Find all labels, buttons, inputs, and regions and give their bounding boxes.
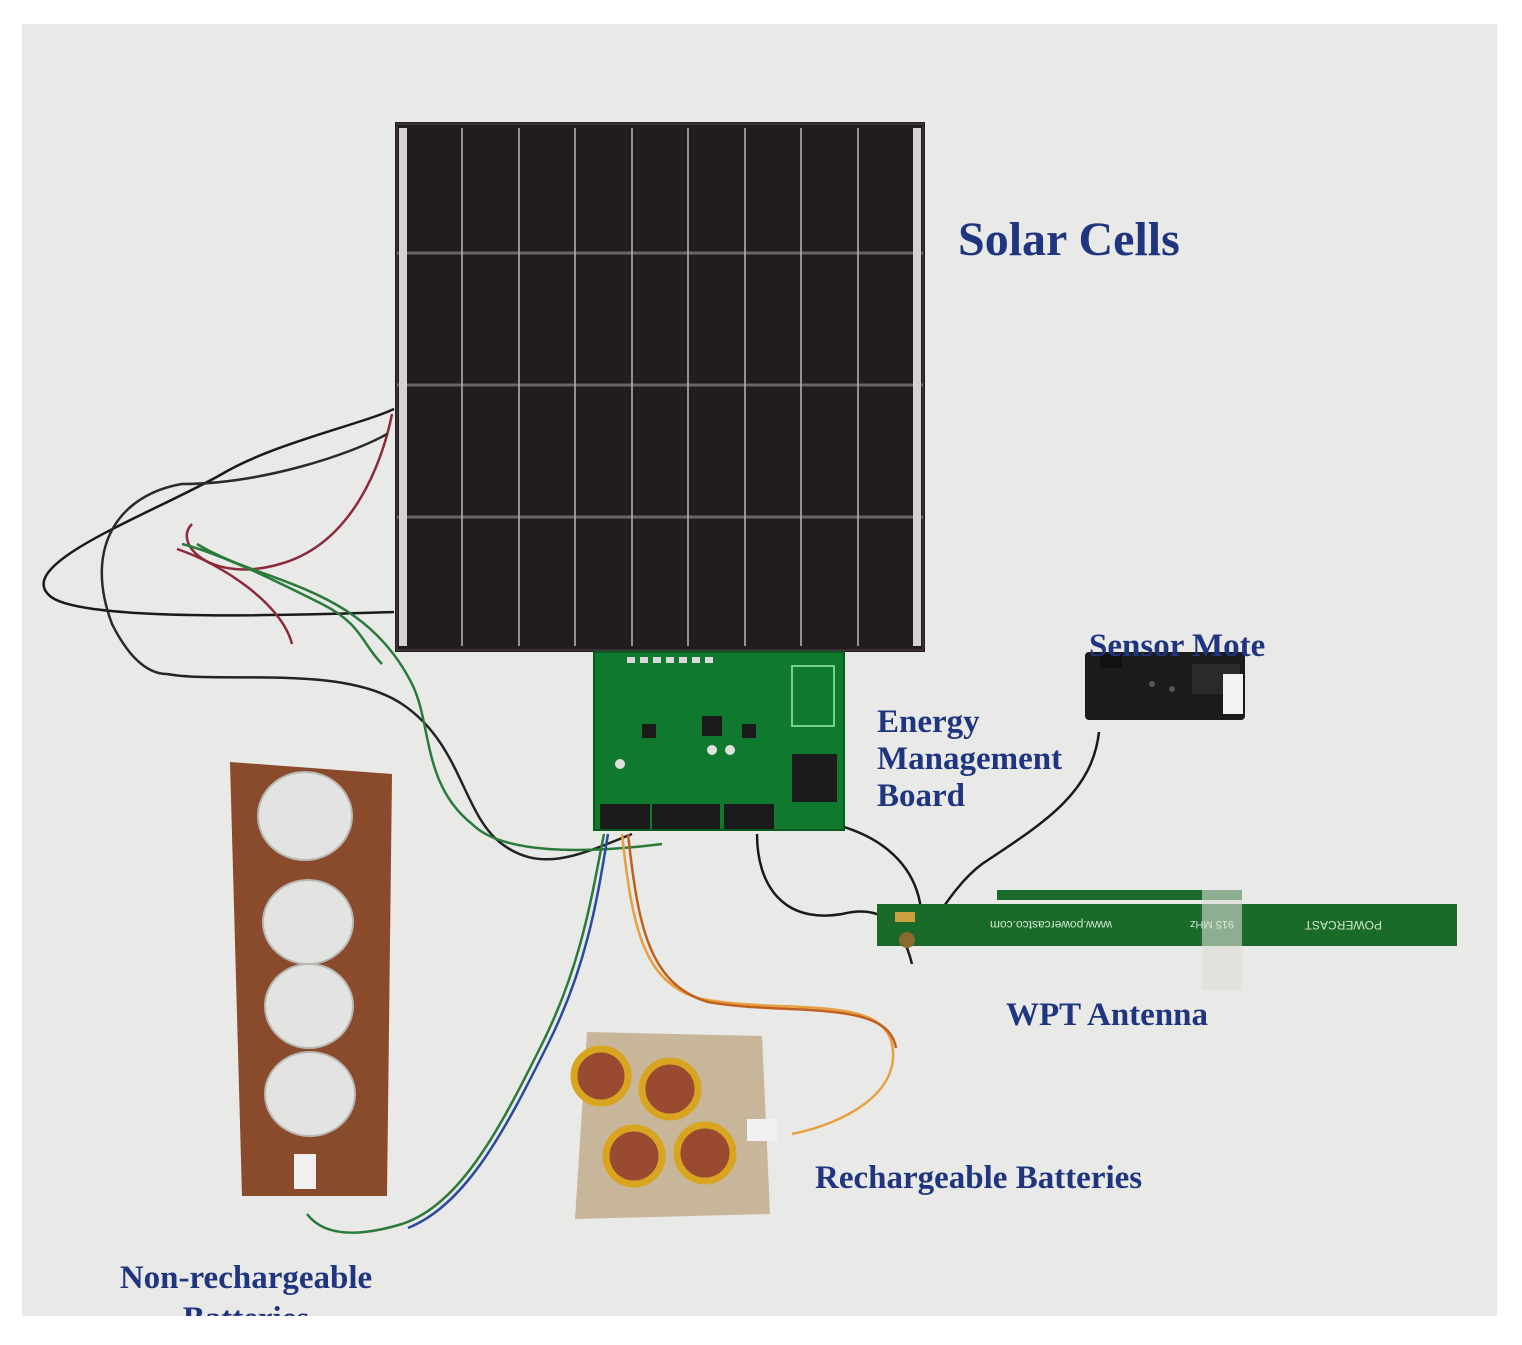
pcb-board-icon bbox=[593, 651, 845, 831]
antenna-brand-text: POWERCAST bbox=[1304, 918, 1382, 932]
rechargeable-batteries-label: Rechargeable Batteries bbox=[815, 1160, 1143, 1196]
non-rechargeable-board bbox=[230, 762, 392, 1196]
solar-cells-label: Solar Cells bbox=[958, 213, 1180, 266]
energy-management-board-label: Energy Management Board bbox=[877, 704, 1107, 815]
label-line: Management bbox=[877, 740, 1063, 777]
coin-cell-icon bbox=[257, 771, 356, 1137]
label-line: Batteries bbox=[100, 1299, 392, 1316]
sensor-mote-icon bbox=[1085, 652, 1245, 720]
antenna-freq-text: 915 MHz bbox=[1190, 918, 1234, 930]
label-line: Non-rechargeable bbox=[119, 1260, 373, 1296]
label-line: Board bbox=[877, 777, 966, 814]
label-line: Energy bbox=[877, 704, 980, 740]
non-rechargeable-batteries-label: Non-rechargeable Batteries bbox=[100, 1258, 392, 1316]
solar-panel-icon bbox=[395, 122, 925, 652]
coin-cell-icon bbox=[570, 1045, 737, 1188]
hardware-photo: www.powercastco.com POWERCAST 915 MHz bbox=[22, 24, 1497, 1316]
wires bbox=[42, 407, 1101, 1234]
wpt-antenna-label: WPT Antenna bbox=[1006, 997, 1209, 1033]
rechargeable-board bbox=[570, 1032, 777, 1219]
sensor-mote-label: Sensor Mote bbox=[1089, 628, 1266, 664]
antenna-icon: www.powercastco.com POWERCAST 915 MHz bbox=[877, 890, 1457, 990]
hardware-scene: www.powercastco.com POWERCAST 915 MHz bbox=[42, 122, 1457, 1234]
antenna-url-text: www.powercastco.com bbox=[990, 918, 1113, 932]
